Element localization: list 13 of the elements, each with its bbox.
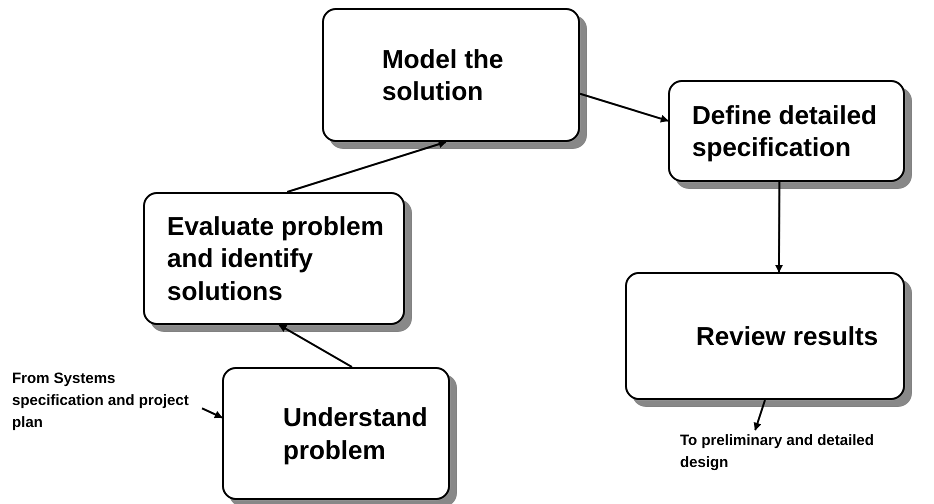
arrow [754,400,766,431]
flow-note: To preliminary and detailed design [680,430,895,474]
box-label: Review results [696,320,878,352]
box-label: Evaluate problem and identify solutions [167,210,385,308]
box-label: Understand problem [283,401,428,466]
arrow [278,324,352,368]
flow-note: From Systems specification and project plan [12,368,202,434]
arrow [202,407,223,418]
arrow [580,92,669,122]
arrow [286,140,447,193]
box-label: Define detailed specification [692,98,878,164]
arrow [775,182,784,273]
box-label: Model the solution [382,42,504,108]
